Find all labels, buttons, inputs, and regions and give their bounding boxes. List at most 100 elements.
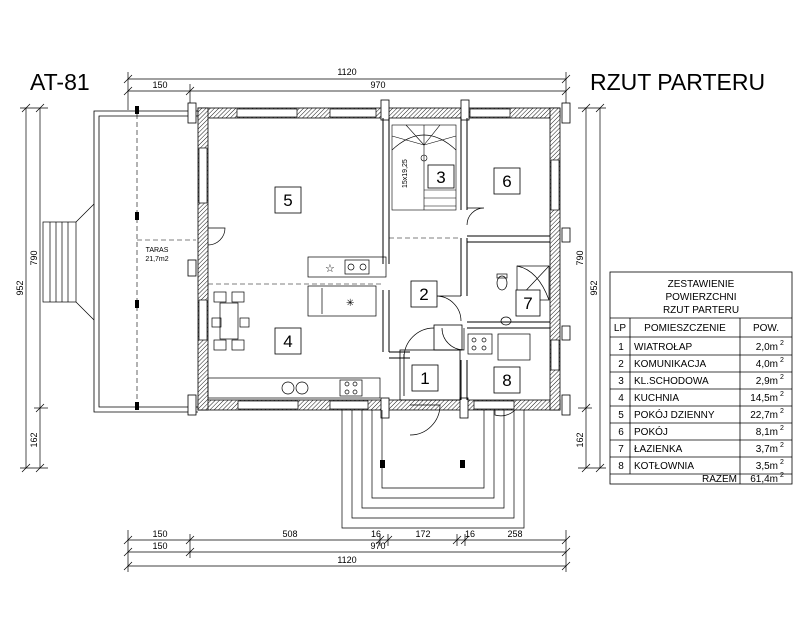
- table-row: 8 KOTŁOWNIA 3,5m 2: [618, 459, 784, 472]
- table-row: 7 ŁAZIENKA 3,7m 2: [618, 442, 784, 455]
- table-cell-area: 2,0m: [756, 342, 778, 353]
- table-cell-area: 14,5m: [750, 393, 778, 404]
- table-cell-room: WIATROŁAP: [634, 342, 692, 353]
- left-total-dimension: 952: [15, 280, 25, 295]
- table-cell-room: KUCHNIA: [634, 393, 679, 404]
- room-number-6: 6: [502, 172, 511, 191]
- left-dimension-house: 790: [29, 250, 39, 265]
- table-cell-lp: 8: [618, 461, 624, 472]
- room-number-boxes: [274, 164, 541, 394]
- table-total-label: RAZEM: [702, 474, 737, 485]
- table-cell-lp: 3: [618, 376, 624, 387]
- table-cell-area-exponent: 2: [780, 459, 784, 466]
- table-row: 6 POKÓJ 8,1m 2: [618, 425, 784, 438]
- dining-table: [211, 291, 250, 351]
- table-header-lp: LP: [614, 323, 627, 334]
- table-cell-area-exponent: 2: [780, 408, 784, 415]
- table-cell-area: 3,5m: [756, 461, 778, 472]
- porch-posts: [380, 460, 465, 468]
- top-dimensions: [123, 72, 571, 110]
- bottom-dim-1: 150: [152, 529, 167, 539]
- interior-walls: [382, 118, 550, 400]
- table-cell-area-exponent: 2: [780, 374, 784, 381]
- top-total-dimension: 1120: [337, 67, 356, 77]
- window-openings: [198, 108, 560, 410]
- terrace-name: TARAS: [146, 247, 169, 254]
- right-dimensions: [578, 103, 606, 473]
- table-cell-room: ŁAZIENKA: [634, 444, 683, 455]
- left-dimensions: [20, 103, 48, 473]
- table-cell-room: POKÓJ: [634, 425, 668, 438]
- table-row: 4 KUCHNIA 14,5m 2: [618, 391, 784, 404]
- table-row: 2 KOMUNIKACJA 4,0m 2: [618, 357, 784, 370]
- terrace-area: 21,7m2: [145, 256, 168, 263]
- bottom-dim-5: 16: [465, 529, 475, 539]
- right-total-dimension: 952: [589, 280, 599, 295]
- table-cell-area-exponent: 2: [780, 391, 784, 398]
- kitchen-counter-upper: ☆: [307, 256, 387, 278]
- table-cell-lp: 7: [618, 444, 624, 455]
- table-cell-area: 22,7m: [750, 410, 778, 421]
- porch: [341, 410, 525, 529]
- stair-dimension-label: 15x19,25: [402, 159, 409, 188]
- svg-text:☆: ☆: [325, 263, 335, 275]
- top-dimension-house: 970: [370, 80, 385, 90]
- terrace-steps: [42, 203, 95, 321]
- bottom-dim-3: 16: [371, 529, 381, 539]
- table-row: 1 WIATROŁAP 2,0m 2: [618, 340, 784, 353]
- table-row: 5 POKÓJ DZIENNY 22,7m 2: [618, 408, 784, 421]
- table-cell-area-exponent: 2: [780, 340, 784, 347]
- exterior-walls: [197, 107, 561, 411]
- bottom-total-dimension: 1120: [337, 555, 356, 565]
- room-number-5: 5: [283, 191, 292, 210]
- table-cell-lp: 5: [618, 410, 624, 421]
- wall-corner-extensions: [187, 99, 571, 419]
- table-cell-lp: 6: [618, 427, 624, 438]
- table-total-area-exponent: 2: [780, 472, 784, 479]
- entrance-lobby: [399, 324, 463, 401]
- terrace-outline: [93, 110, 198, 413]
- table-row: 3 KL.SCHODOWA 2,9m 2: [618, 374, 784, 387]
- table-title-line-3: RZUT PARTERU: [663, 305, 739, 316]
- table-title-line-1: ZESTAWIENIE: [668, 279, 735, 290]
- room-number-7: 7: [523, 294, 532, 313]
- area-summary-table: [609, 271, 793, 485]
- project-code: AT-81: [30, 69, 90, 95]
- table-cell-area-exponent: 2: [780, 442, 784, 449]
- bottom-dimensions: [123, 530, 571, 572]
- table-header-area: POW.: [753, 323, 779, 334]
- table-total-area: 61,4m: [750, 474, 778, 485]
- left-dimension-porch: 162: [29, 432, 39, 447]
- kitchen-counter-lower: [207, 377, 381, 399]
- room-number-1: 1: [420, 369, 429, 388]
- table-cell-room: POKÓJ DZIENNY: [634, 408, 715, 421]
- room-number-4: 4: [283, 332, 292, 351]
- bottom-dim-7: 150: [152, 541, 167, 551]
- table-cell-room: KOMUNIKACJA: [634, 359, 707, 370]
- table-cell-lp: 1: [618, 342, 624, 353]
- terrace-posts: [135, 106, 139, 410]
- doors: [207, 207, 516, 436]
- table-title-line-2: POWIERZCHNI: [665, 292, 736, 303]
- room-number-3: 3: [436, 168, 445, 187]
- bottom-dim-6: 258: [507, 529, 522, 539]
- table-cell-room: KL.SCHODOWA: [634, 376, 709, 387]
- table-cell-area: 8,1m: [756, 427, 778, 438]
- bottom-dim-2: 508: [282, 529, 297, 539]
- boiler-fixtures: [467, 333, 531, 361]
- table-cell-lp: 4: [618, 393, 624, 404]
- bottom-dim-4: 172: [415, 529, 430, 539]
- table-cell-area-exponent: 2: [780, 425, 784, 432]
- top-dimension-terrace: 150: [152, 80, 167, 90]
- room-number-2: 2: [419, 285, 428, 304]
- kitchen-island: ✳: [307, 285, 377, 317]
- right-dimension-porch: 162: [575, 432, 585, 447]
- table-cell-lp: 2: [618, 359, 624, 370]
- table-cell-room: KOTŁOWNIA: [634, 461, 694, 472]
- table-header-room: POMIESZCZENIE: [644, 323, 726, 334]
- right-dimension-house: 790: [575, 250, 585, 265]
- table-cell-area: 2,9m: [756, 376, 778, 387]
- svg-text:✳: ✳: [346, 298, 354, 309]
- interior-guide-lines: [208, 237, 461, 285]
